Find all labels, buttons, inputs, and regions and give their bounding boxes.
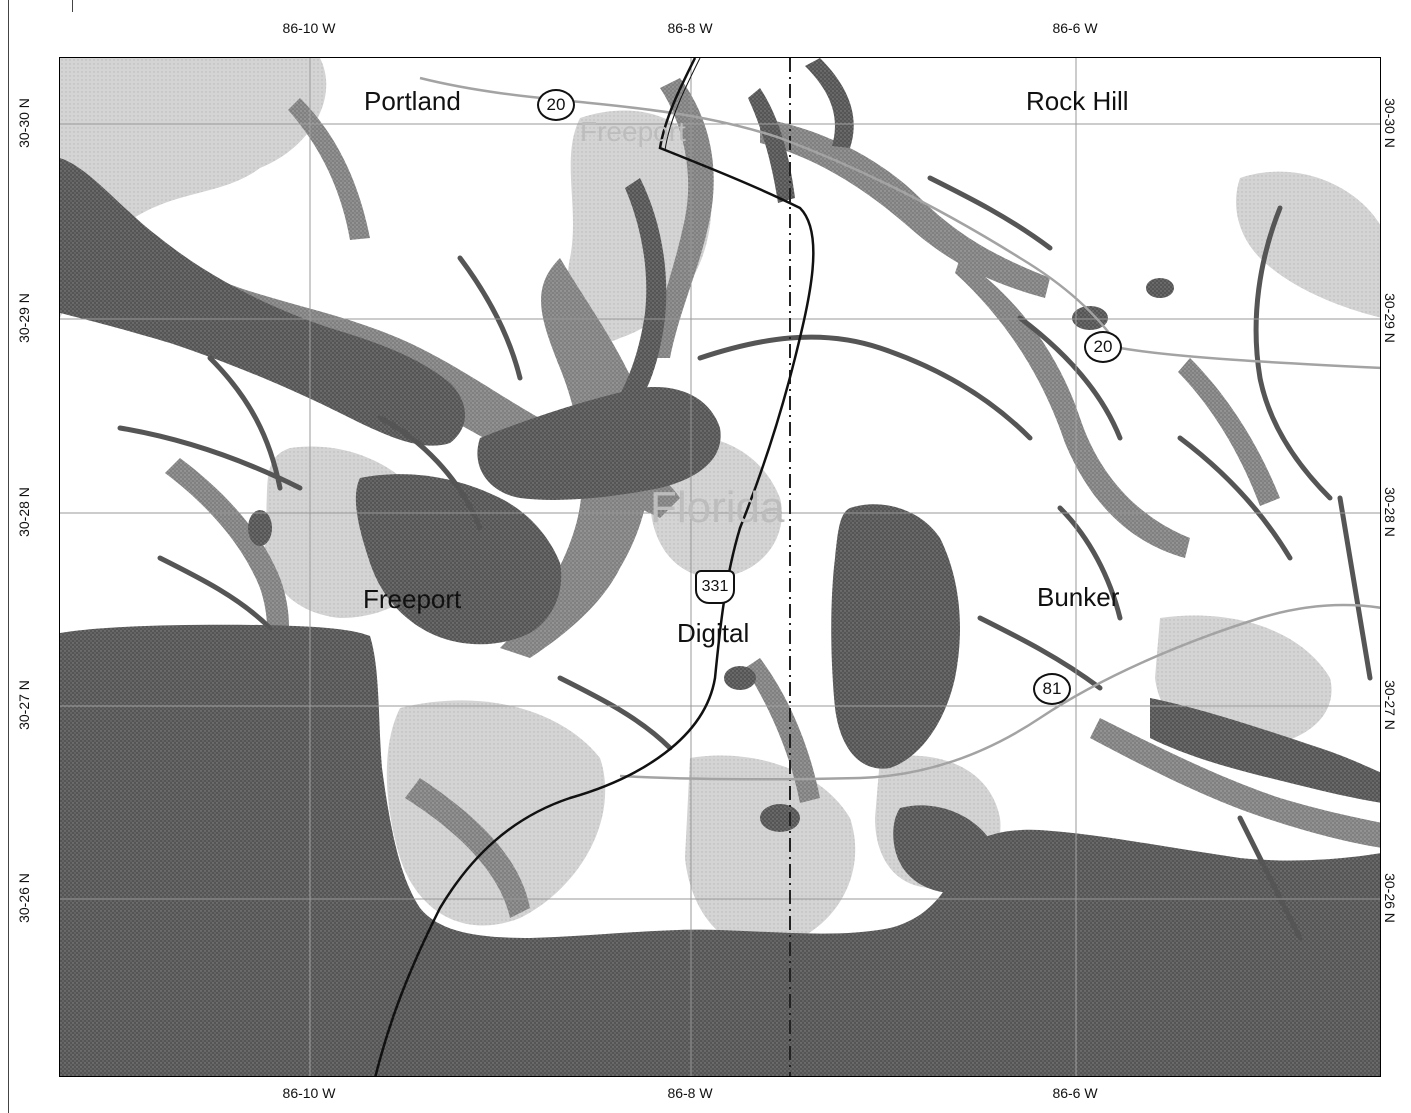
frame-top-divider bbox=[8, 0, 9, 12]
place-label-rock-hill: Rock Hill bbox=[1026, 86, 1129, 116]
place-label-portland: Portland bbox=[364, 86, 461, 116]
right-label-30-29n: 30-29 N bbox=[1382, 293, 1398, 343]
left-label-30-26n: 30-26 N bbox=[16, 873, 32, 923]
graticule bbox=[60, 58, 1380, 1076]
left-label-30-29n: 30-29 N bbox=[16, 293, 32, 343]
left-label-30-28n: 30-28 N bbox=[16, 487, 32, 537]
route-20-shield-east: 20 bbox=[1084, 331, 1122, 363]
map-graphics bbox=[60, 58, 1380, 1076]
right-label-30-28n: 30-28 N bbox=[1382, 487, 1398, 537]
frame-left-line bbox=[8, 0, 9, 1113]
bottom-label-86-6w: 86-6 W bbox=[1052, 1085, 1098, 1101]
us-331-road-inner bbox=[664, 58, 701, 151]
right-label-30-30n: 30-30 N bbox=[1382, 98, 1398, 148]
water-bodies bbox=[60, 58, 1380, 1076]
left-label-30-30n: 30-30 N bbox=[16, 98, 32, 148]
us-331-road bbox=[374, 58, 815, 1076]
right-label-30-27n: 30-27 N bbox=[1382, 680, 1398, 730]
bottom-label-86-8w: 86-8 W bbox=[667, 1085, 713, 1101]
highways bbox=[419, 76, 1380, 781]
route-20-shield-west: 20 bbox=[537, 89, 575, 121]
place-label-bunker: Bunker bbox=[1037, 582, 1120, 612]
route-81-shield: 81 bbox=[1033, 673, 1071, 705]
creeks bbox=[117, 175, 1373, 941]
faint-label-florida: Florida bbox=[650, 483, 785, 532]
top-label-86-8w: 86-8 W bbox=[667, 20, 713, 36]
top-label-86-10w: 86-10 W bbox=[282, 20, 336, 36]
right-label-30-26n: 30-26 N bbox=[1382, 873, 1398, 923]
bottom-label-86-10w: 86-10 W bbox=[282, 1085, 336, 1101]
place-label-freeport: Freeport bbox=[363, 584, 462, 614]
place-label-digital: Digital bbox=[677, 618, 750, 648]
left-label-30-27n: 30-27 N bbox=[16, 680, 32, 730]
map-canvas[interactable]: Freeport Florida Portland Rock Hill Free… bbox=[59, 57, 1381, 1077]
frame-top-tick bbox=[72, 0, 73, 12]
top-label-86-6w: 86-6 W bbox=[1052, 20, 1098, 36]
lowland-areas bbox=[60, 58, 1380, 949]
faint-label-freeport-town: Freeport bbox=[580, 116, 686, 147]
route-331-shield: 331 bbox=[695, 570, 735, 604]
